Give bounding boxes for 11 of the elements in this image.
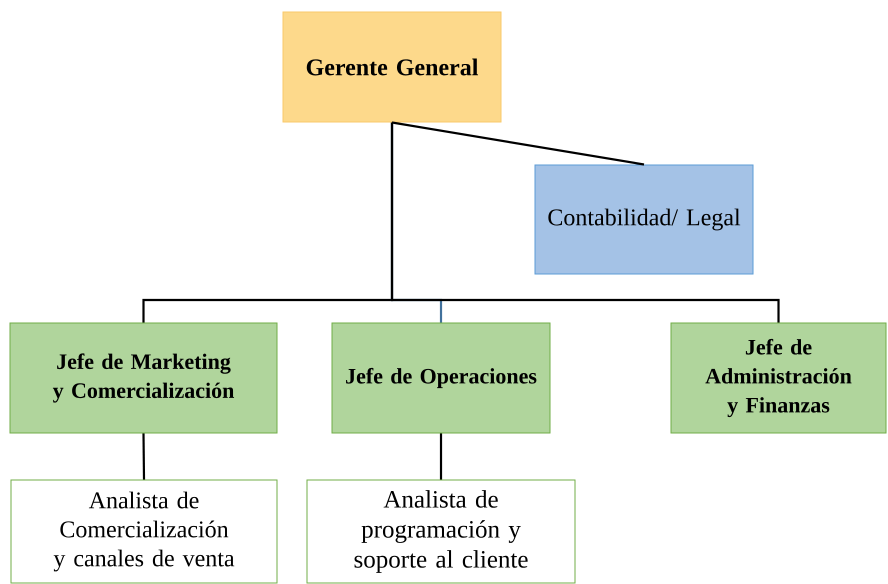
analyst-box: Analista de programación y soporte al cliente <box>306 480 576 584</box>
department-box: Jefe de Operaciones <box>332 322 550 434</box>
connector-line <box>142 434 146 480</box>
staff-box: Contabilidad/ Legal <box>534 164 754 274</box>
analyst-box: Analista de Comercialización y canales de venta <box>10 480 278 584</box>
boss-box: Gerente General <box>282 12 502 122</box>
connector-line <box>390 122 780 322</box>
connector-line <box>440 434 442 480</box>
connector-line <box>392 121 644 166</box>
department-box: Jefe de Marketing y Comercialización <box>10 322 278 434</box>
department-box: Jefe de Administración y Finanzas <box>670 322 887 434</box>
